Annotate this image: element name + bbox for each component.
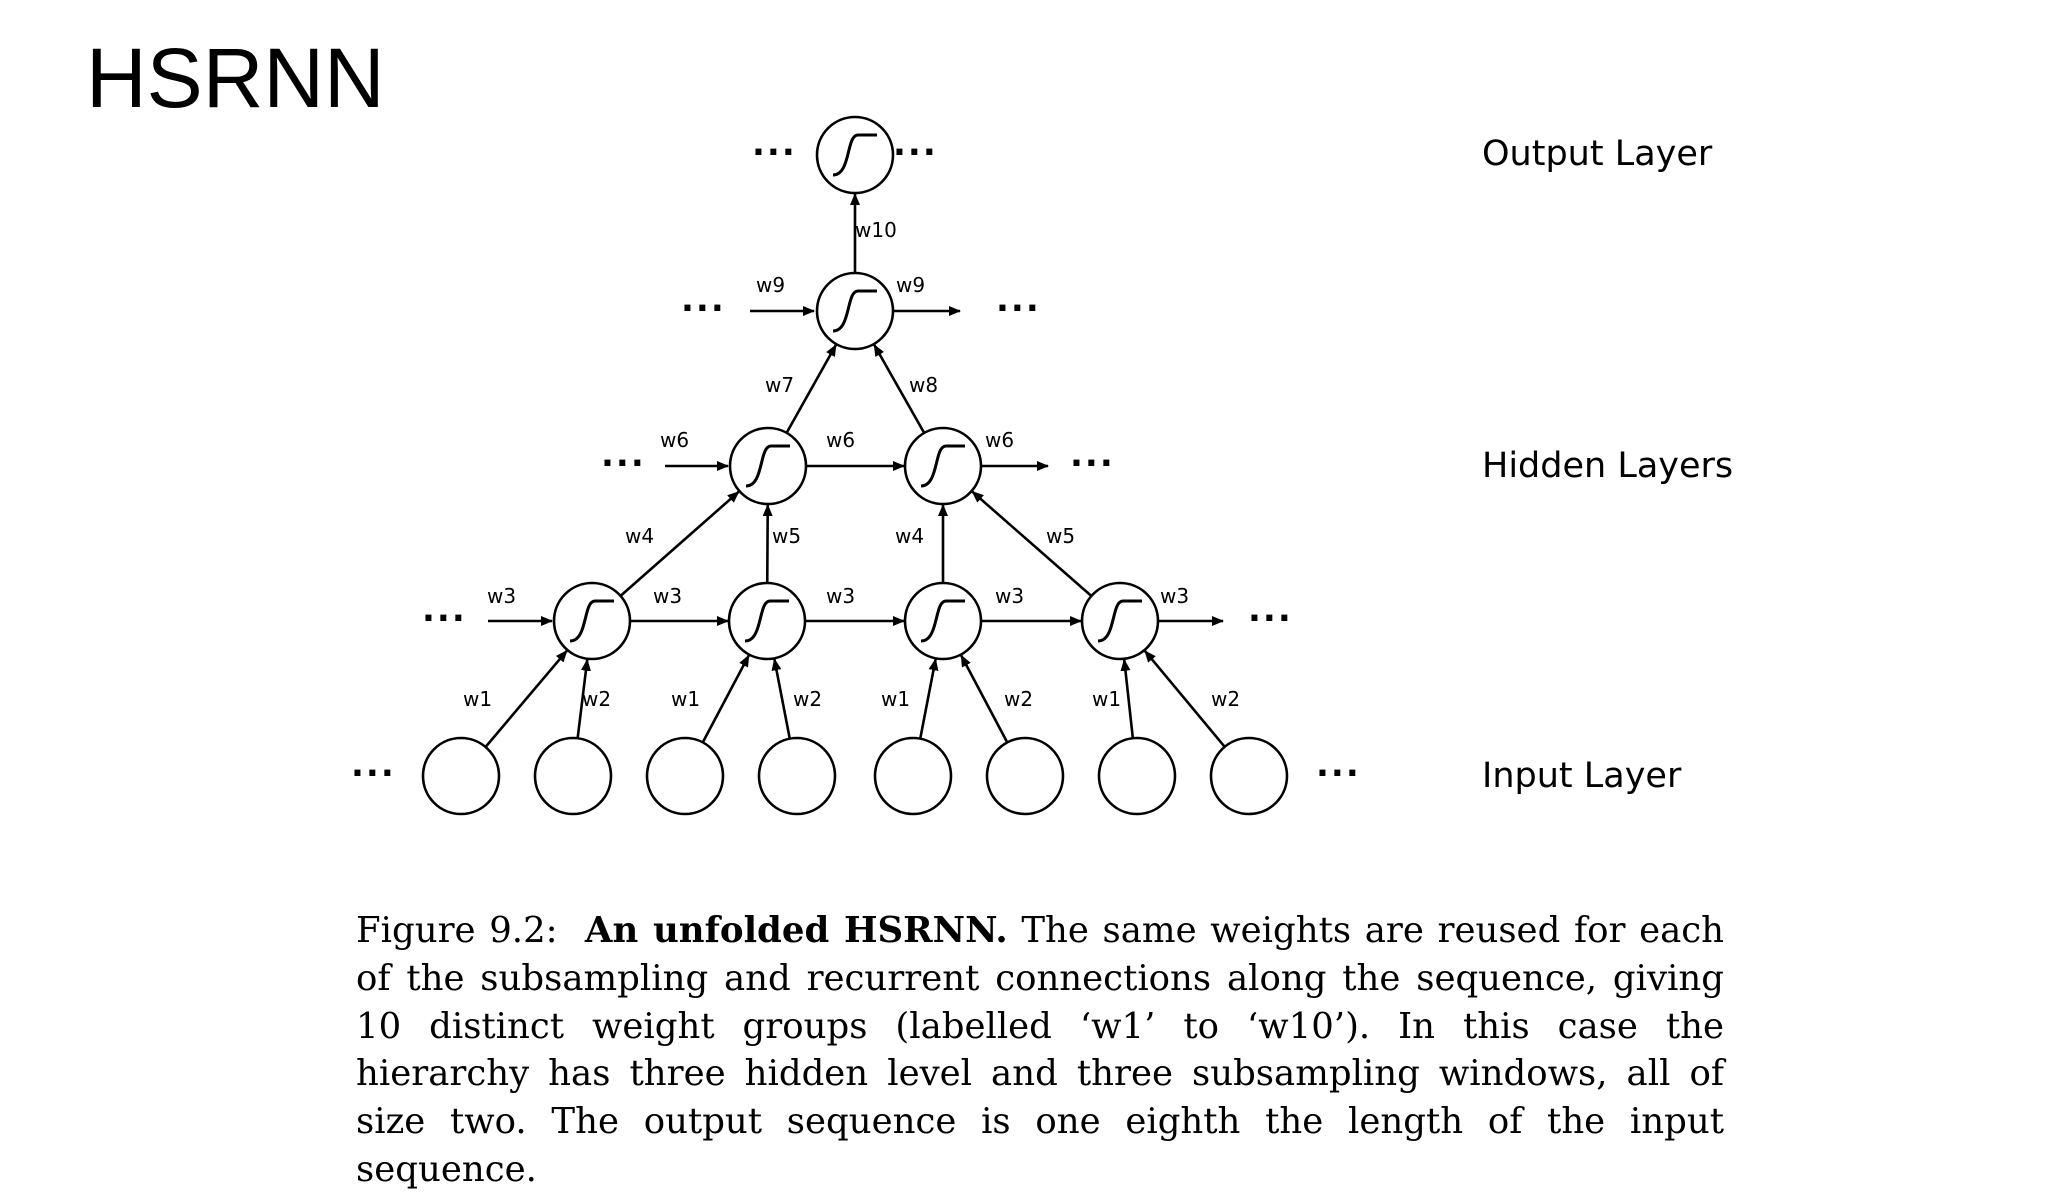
ellipsis: ... (893, 124, 938, 164)
w1-label: w1 (671, 687, 700, 711)
w9-label: w9 (756, 273, 785, 297)
w10-label: w10 (855, 218, 897, 242)
connections (484, 193, 1226, 748)
w1-label: w1 (881, 687, 910, 711)
input-unit (421, 736, 501, 816)
ellipsis: ... (422, 590, 467, 630)
w5-edge (971, 490, 1093, 597)
sigmoid-icon (1097, 599, 1142, 643)
w1-edge (918, 658, 939, 739)
w8-label: w8 (909, 373, 938, 397)
sigmoid-icon (745, 444, 790, 488)
neurons (421, 115, 1289, 816)
input-unit (873, 736, 953, 816)
hidden-unit (903, 581, 983, 661)
input-unit (1097, 736, 1177, 816)
w6-label: w6 (660, 428, 689, 452)
w1-edge (1120, 658, 1135, 739)
w3-label: w3 (653, 584, 682, 608)
weight-labels: w1 w2 w1 w2 w1 w2 w1 w2 w3 w3 w3 w3 w3 w4 w5 w4 w5 w6 w6 w6… (463, 218, 1240, 711)
w1-edge (701, 654, 750, 744)
w9-label: w9 (896, 273, 925, 297)
input-layer-label: Input Layer (1482, 756, 1682, 796)
w4-label: w4 (895, 524, 924, 548)
w7-edge (785, 344, 838, 434)
ellipsis: ... (681, 280, 726, 320)
w3-label: w3 (995, 584, 1024, 608)
input-unit (645, 736, 725, 816)
hidden-unit (815, 271, 895, 351)
caption-bold-title: An unfolded HSRNN. (584, 910, 1008, 951)
w7-label: w7 (765, 373, 794, 397)
input-unit (757, 736, 837, 816)
sigmoid-icon (832, 133, 877, 177)
w2-label: w2 (1004, 687, 1033, 711)
input-unit (985, 736, 1065, 816)
input-unit (1209, 736, 1289, 816)
w8-edge (873, 344, 926, 434)
w1-label: w1 (1092, 687, 1121, 711)
hidden-unit (728, 426, 808, 506)
sigmoid-icon (569, 599, 614, 643)
ellipses: .............................. (351, 124, 1361, 785)
hidden-unit (903, 426, 983, 506)
w3-label: w3 (487, 584, 516, 608)
w5-edge (762, 503, 773, 584)
hidden-unit (552, 581, 632, 661)
ellipsis: ... (351, 745, 396, 785)
sigmoid-icon (920, 444, 965, 488)
output-unit (815, 115, 895, 195)
w5-label: w5 (1046, 524, 1075, 548)
w2-edge (576, 658, 591, 739)
w5-label: w5 (772, 524, 801, 548)
ellipsis: ... (1070, 435, 1115, 475)
w2-edge (771, 658, 792, 739)
ellipsis: ... (996, 280, 1041, 320)
w2-edge (1143, 650, 1226, 748)
hidden-unit (727, 581, 807, 661)
sigmoid-icon (744, 599, 789, 643)
caption-body: The same weights are reused for each of … (356, 910, 1724, 1190)
w2-label: w2 (793, 687, 822, 711)
w2-label: w2 (1211, 687, 1240, 711)
slide-title: HSRNN (86, 31, 385, 125)
w2-label: w2 (582, 687, 611, 711)
caption-figure-label: Figure 9.2: (356, 910, 558, 951)
w1-label: w1 (463, 687, 492, 711)
w1-edge (484, 649, 568, 748)
input-unit (533, 736, 613, 816)
sigmoid-icon (832, 289, 877, 333)
ellipsis: ... (1316, 745, 1361, 785)
figure-caption: Figure 9.2: An unfolded HSRNN. The same … (356, 907, 1724, 1194)
w6-label: w6 (826, 428, 855, 452)
ellipsis: ... (1248, 590, 1293, 630)
w2-edge (960, 654, 1009, 744)
ellipsis: ... (752, 124, 797, 164)
w4-edge (619, 490, 740, 597)
w3-label: w3 (826, 584, 855, 608)
w4-label: w4 (625, 524, 654, 548)
w6-label: w6 (985, 428, 1014, 452)
ellipsis: ... (601, 435, 646, 475)
w3-label: w3 (1160, 584, 1189, 608)
hidden-unit (1080, 581, 1160, 661)
output-layer-label: Output Layer (1482, 134, 1713, 174)
hidden-layers-label: Hidden Layers (1482, 446, 1734, 486)
sigmoid-icon (920, 599, 965, 643)
hsrnn-diagram: w1 w2 w1 w2 w1 w2 w1 w2 w3 w3 w3 w3 w3 w4 w5 w4 w5 w6 w6 w6… (351, 115, 1361, 816)
